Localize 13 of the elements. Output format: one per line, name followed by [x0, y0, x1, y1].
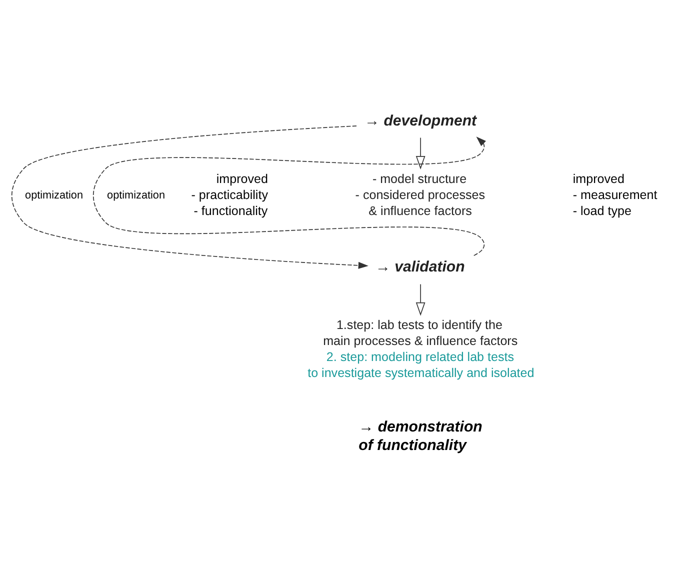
node-text: 1.step: lab tests to identify the main processes & influence factors 2. step: modeling related lab tests to investigate systematically and isolated [308, 318, 534, 380]
arrow [416, 137, 426, 170]
arrow [92, 136, 486, 256]
label: → demonstration of functionality [358, 418, 482, 454]
edge-label: optimization [107, 189, 166, 202]
node-text: → validation [375, 258, 465, 276]
arrow [11, 126, 368, 269]
arrow [416, 284, 426, 316]
label: improved - measurement - load type [572, 172, 658, 218]
node-text: → development [364, 112, 477, 130]
node-text: - model structure - considered processes & influence factors [355, 172, 486, 218]
label: improved - practicability - functionality [191, 172, 268, 218]
edge-label: optimization [25, 189, 84, 202]
